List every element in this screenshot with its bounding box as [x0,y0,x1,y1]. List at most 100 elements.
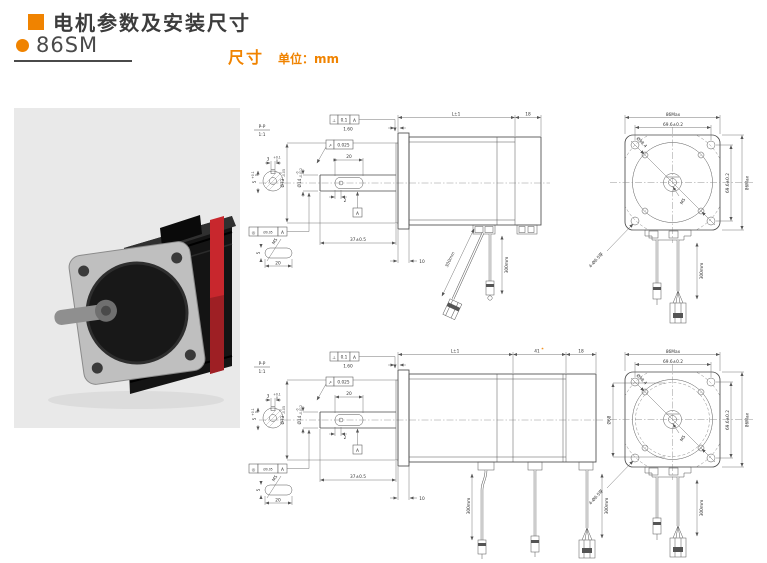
dimension-note: 尺寸 单位：mm [228,44,339,68]
dim-keyway-offset: 2 [344,198,347,204]
conc-symbol-icon: ◎ [252,468,256,473]
section-label: P-P 1:1 [254,124,270,138]
runout-symbol-icon: ↗ [328,381,332,386]
perp-tol: 0.1 [341,118,348,124]
multiwire-connector [669,525,687,558]
label-mount-holes: 4-Ø6.5穿 [587,251,605,270]
conc-datum: A [281,467,284,473]
dim-key-plan-len: 20 [275,261,281,267]
section-scale: 1:1 [259,132,266,138]
motor-shaft [54,299,117,325]
dim-shaft-dia: Ø14 [296,178,303,187]
page-header: 电机参数及安装尺寸 [28,7,251,36]
keyway-tap-label: M5 [271,237,280,246]
dim-frame-size: 86Max [666,349,681,355]
series-label: 86SM [36,33,99,57]
perp-tol: 0.1 [341,355,348,361]
shaft-section-view: 3 +0.1 0 5 +0.1 0 [251,393,284,431]
dim-shaft-tol-l: -0.012 [299,168,303,178]
dim-diag-dia: Ø98.4 [635,135,649,149]
front-view: 86Max 69.6±0.2 69.6±0.2 86Max Ø98.4 4-Ø6… [587,112,753,324]
dim-pilot-dia: Ø73 [279,178,286,187]
dim-pilot-depth: 10 [419,496,425,502]
conc-tol: Ø0.05 [263,466,272,471]
cable-length-label: 300mm [444,251,457,269]
dim-pilot-tol-u: 0 [279,172,283,174]
dim-key-height: 5 [252,180,258,183]
dim-key-height-tol-l: 0 [255,411,259,413]
datum-a-label: A [356,211,359,217]
section-pp: P-P [259,124,266,130]
dim-shaft-dia: Ø14 [296,415,303,424]
runout-tol: 0.025 [337,143,350,149]
dim-hole-pitch: 69.6±0.2 [663,359,683,365]
conc-datum: A [281,230,284,236]
multiwire-connector [669,290,687,324]
cable-length-label: 300mm [604,498,610,515]
dim-pilot-tol-l: -0.05 [282,406,286,414]
cable-connector [485,280,495,296]
dim-body-length: L±1 [451,349,460,355]
runout-symbol-icon: ↗ [328,144,332,149]
front-view: 86Max 69.6±0.2 69.6±0.2 86Max Ø68 Ø98.4 … [587,349,753,558]
series-header: 86SM [14,33,133,62]
drawing-standard-motor: P-P 1:1 3 +0.1 0 5 +0.1 0 [248,112,753,324]
cable-length-label: 300mm [466,498,472,515]
dim-hole-pitch: 69.6±0.2 [663,122,683,128]
runout-tol: 0.025 [337,380,350,386]
dim-shaft-tol-u: -0 [296,171,300,174]
dim-keyway-len: 20 [346,154,352,160]
dim-brake-length: 41 [534,349,540,355]
dim-pilot-tol-u: 0 [279,409,283,411]
motor-shadow [48,391,224,409]
dim-shaft-len: 37±0.5 [350,237,366,243]
brake-note-star: * [541,347,544,353]
perp-datum: A [353,355,356,361]
dim-key-width: 3 [267,157,270,163]
side-view: L±1 41 * 18 [395,347,597,471]
perp-symbol-icon: ⊥ [332,118,336,124]
shaft-side-detail: Ø73 0 -0.05 Ø14 -0 -0.012 20 ↗ 0.025 2 [248,351,425,505]
dim-face: 1.60 [343,127,353,133]
dim-diag-dia: Ø98.4 [635,372,649,386]
side-cables: 300mm 300mm [441,228,510,321]
cable-connector [442,298,463,321]
dim-rear-length: 18 [525,112,531,118]
side-cables: 300mm 300mm [466,469,610,559]
dim-key-plan-w: 5 [256,488,262,491]
dim-face: 1.60 [343,364,353,370]
orange-square-bullet [28,13,44,30]
dim-frame-size-v: 86Max [745,412,751,427]
dim-key-width-tol-l: 0 [276,396,278,400]
dim-hole-pitch-v: 69.6±0.2 [725,410,731,430]
dim-keyway-len: 20 [346,391,352,397]
dim-key-height-tol-l: 0 [255,174,259,176]
dim-key-width-tol-u: +0.1 [273,393,281,397]
dim-brake-dia: Ø68 [606,415,613,424]
dim-key-height-tol-u: +0.1 [251,408,255,416]
dim-key-height-tol-u: +0.1 [251,171,255,179]
label-shaft-tap: M5 [679,434,688,443]
dim-shaft-tol-u: -0 [296,408,300,411]
drawing-brake-motor: P-P 1:1 3 +0.1 0 5 +0.1 0 [248,347,753,559]
dim-key-plan-len: 20 [275,498,281,504]
dim-frame-size-v: 86Max [745,175,751,190]
dim-rear-length: 18 [578,349,584,355]
cable-length-label: 300mm [504,257,510,274]
motor-flange [68,241,206,385]
dim-key-plan-w: 5 [256,251,262,254]
cable-length-label: 300mm [699,500,705,517]
section-label: P-P 1:1 [254,361,270,375]
dim-frame-size: 86Max [666,112,681,118]
dim-pilot-dia: Ø73 [279,415,286,424]
shaft-side-detail: Ø73 0 -0.05 Ø14 -0 -0.012 20 ↗ 0.025 [248,114,425,268]
perp-symbol-icon: ⊥ [332,355,336,361]
dim-shaft-tol-l: -0.012 [299,405,303,415]
dim-keyway-offset: 2 [344,435,347,441]
section-pp: P-P [259,361,266,367]
conc-symbol-icon: ◎ [252,231,256,236]
dim-key-width: 3 [267,394,270,400]
dim-pilot-tol-l: -0.05 [282,169,286,177]
dim-hole-pitch-v: 69.6±0.2 [725,173,731,193]
